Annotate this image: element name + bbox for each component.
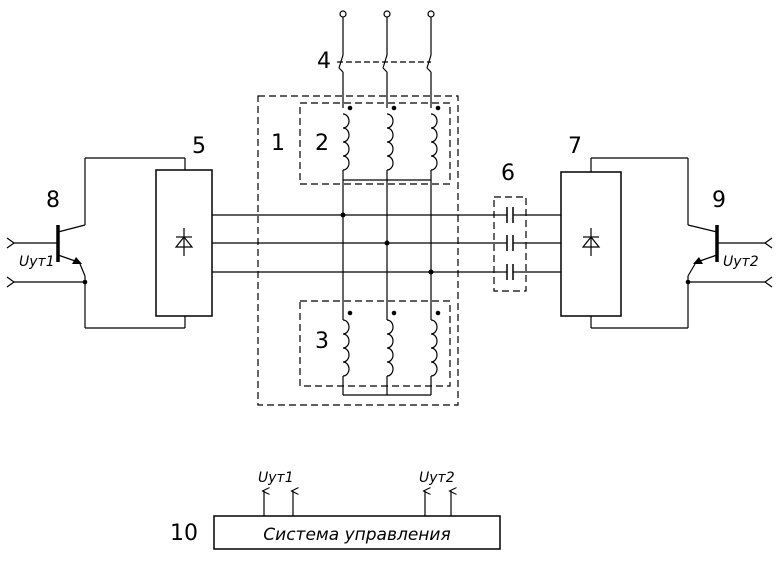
terminal-a-icon <box>340 11 346 17</box>
diode-icon <box>583 228 599 256</box>
transformer-outline <box>258 96 458 405</box>
capacitor-icon <box>500 264 520 280</box>
label-5: 5 <box>192 134 206 159</box>
right-transistor: 9 Uут2 <box>686 188 772 287</box>
coil-icon <box>431 114 437 170</box>
capacitor-icon <box>500 207 520 223</box>
label-9: 9 <box>712 188 726 213</box>
coil-icon <box>343 114 349 170</box>
label-8: 8 <box>46 188 60 213</box>
capacitor-icon <box>500 235 520 251</box>
signal-uyt2-right: Uут2 <box>723 254 759 270</box>
signal-uyt1-bottom: Uут1 <box>258 470 294 486</box>
signal-uyt1-left: Uут1 <box>19 254 55 270</box>
label-2: 2 <box>315 131 329 156</box>
label-1: 1 <box>271 131 285 156</box>
switch-icon <box>337 55 431 72</box>
label-4: 4 <box>317 49 331 74</box>
bus-lines <box>212 180 561 320</box>
terminal-c-icon <box>428 11 434 17</box>
coil-icon <box>431 320 437 376</box>
three-phase-input: 4 <box>317 11 434 74</box>
signal-uyt2-bottom: Uут2 <box>419 470 455 486</box>
control-system-label: Система управления <box>263 525 450 545</box>
right-rectifier: 7 <box>561 134 688 328</box>
diode-icon <box>176 228 192 256</box>
control-system: Система управления 10 Uут1 Uут2 <box>170 470 500 549</box>
coil-icon <box>343 320 349 376</box>
terminal-b-icon <box>384 11 390 17</box>
coil-icon <box>387 114 393 170</box>
capacitor-bank-outline <box>494 197 526 291</box>
label-10: 10 <box>170 521 198 546</box>
label-3: 3 <box>315 329 329 354</box>
coil-icon <box>387 320 393 376</box>
label-7: 7 <box>568 134 582 159</box>
transformer-block: 1 2 3 <box>258 72 458 405</box>
left-transistor: 8 Uут1 <box>7 188 87 287</box>
left-rectifier: 5 <box>85 134 212 328</box>
label-6: 6 <box>501 161 515 186</box>
